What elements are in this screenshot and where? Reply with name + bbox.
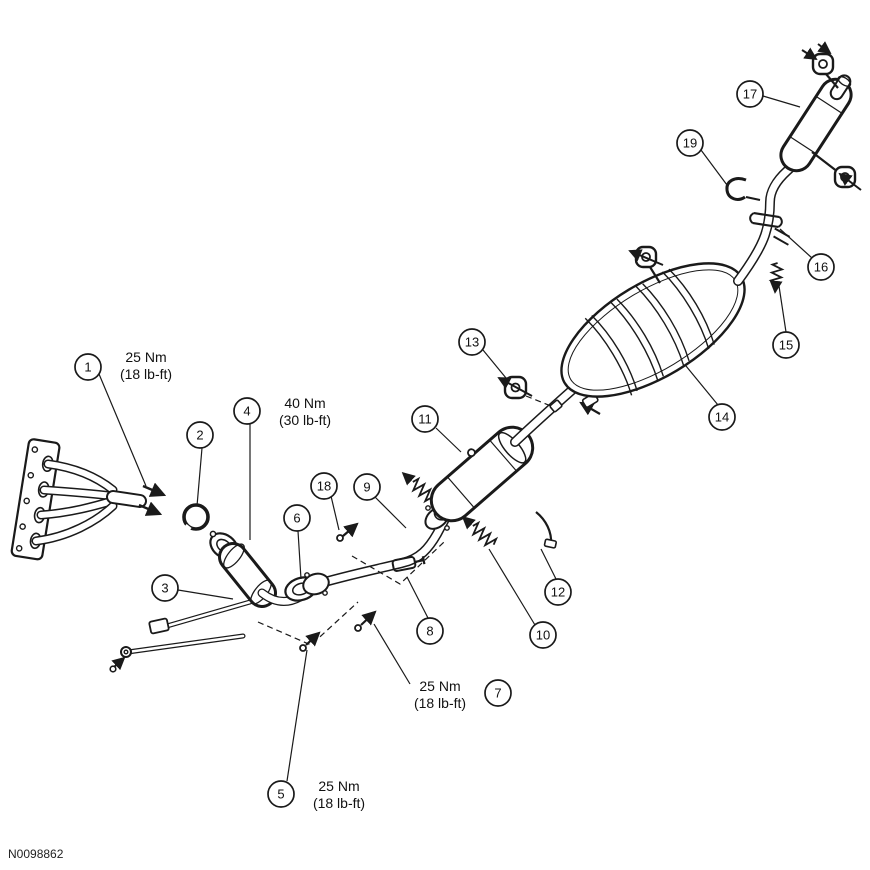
callout-3: 3 [151,574,179,602]
callout-19: 19 [676,129,704,157]
leader-line-6 [297,530,302,580]
figure-code: N0098862 [8,847,64,861]
svg-text:8: 8 [426,624,433,639]
hanger-insulator-tip-bottom [811,151,862,191]
svg-text:12: 12 [551,585,565,600]
torque-label-5: 25 Nm (18 lb-ft) [313,778,365,811]
callouts: 1 2 3 4 5 6 7 8 9 10 11 12 13 14 15 16 1… [74,80,835,808]
spring-bolt-10 [461,515,499,548]
svg-text:14: 14 [715,410,729,425]
callout-6: 6 [283,504,311,532]
hanger-wire [535,511,558,549]
svg-text:25 Nm: 25 Nm [419,678,460,694]
leader-line-19 [700,149,728,186]
leader-line-3 [177,589,234,600]
exhaust-manifold [10,438,167,561]
hanger-insulator-13 [497,375,563,413]
leader-line-12 [540,548,557,580]
svg-text:17: 17 [743,87,757,102]
callout-12: 12 [544,578,572,606]
svg-text:(18 lb-ft): (18 lb-ft) [414,695,466,711]
leader-line-5 [286,649,308,782]
muffler [560,262,746,398]
leader-line-18 [330,495,340,531]
flange-bolt-5 [299,631,321,652]
flange-bolt-18 [336,522,359,542]
leader-line-8 [406,576,429,619]
callout-8: 8 [416,617,444,645]
svg-text:4: 4 [243,404,250,419]
oxygen-sensor-boss [467,448,476,458]
callout-1: 1 [74,353,102,381]
leader-line-11 [435,427,462,453]
svg-text:(18 lb-ft): (18 lb-ft) [313,795,365,811]
callout-9: 9 [353,473,381,501]
leader-line-13 [482,349,507,379]
callout-2: 2 [186,421,214,449]
manifold-outlet-gasket [182,503,210,532]
callout-10: 10 [529,621,557,649]
svg-text:15: 15 [779,338,793,353]
callout-18: 18 [310,472,338,500]
callout-16: 16 [807,253,835,281]
svg-text:5: 5 [277,787,284,802]
svg-text:2: 2 [196,428,203,443]
callout-7: 7 [484,679,512,707]
svg-text:18: 18 [317,479,331,494]
support-bracket [109,599,253,673]
callout-17: 17 [736,80,764,108]
manifold-stud-bolts [138,482,167,516]
callout-13: 13 [458,328,486,356]
tailpipe [733,155,804,286]
svg-text:19: 19 [683,136,697,151]
intermediate-pipe [302,514,450,596]
leader-line-16 [779,228,813,259]
svg-text:16: 16 [814,260,828,275]
pipe-clamp [391,556,426,572]
leader-lines [98,95,813,782]
callout-4: 4 [233,397,261,425]
alignment-dash-lines [257,541,445,646]
svg-text:25 Nm: 25 Nm [318,778,359,794]
svg-text:1: 1 [84,360,91,375]
hanger-insulator-tip-top [801,41,839,89]
svg-text:13: 13 [465,335,479,350]
leader-line-9 [374,496,407,529]
svg-text:11: 11 [418,412,432,427]
callout-15: 15 [772,331,800,359]
spring-15 [768,262,785,294]
svg-text:25 Nm: 25 Nm [125,349,166,365]
leader-line-7 [373,623,411,685]
leader-line-10 [488,548,536,626]
hanger-insulator-muffler [628,245,664,284]
torque-label-7: 25 Nm (18 lb-ft) [414,678,466,711]
callout-5: 5 [267,780,295,808]
svg-text:(18 lb-ft): (18 lb-ft) [120,366,172,382]
tailpipe-clamp [749,211,791,246]
svg-text:10: 10 [536,628,550,643]
exhaust-tip-muffler [779,74,853,173]
svg-text:9: 9 [363,480,370,495]
leader-line-1 [98,373,147,487]
svg-text:7: 7 [494,686,501,701]
torque-label-4: 40 Nm (30 lb-ft) [279,395,331,428]
svg-text:3: 3 [161,581,168,596]
callout-14: 14 [708,403,736,431]
svg-text:6: 6 [293,511,300,526]
torque-label-1: 25 Nm (18 lb-ft) [120,349,172,382]
leader-line-14 [685,365,719,406]
hanger-hook [725,177,761,201]
svg-text:40 Nm: 40 Nm [284,395,325,411]
leader-line-2 [196,447,203,507]
leader-line-17 [762,95,801,108]
flange-bolt-7 [354,610,377,632]
svg-text:(30 lb-ft): (30 lb-ft) [279,412,331,428]
leader-line-15 [778,285,787,333]
callout-11: 11 [411,405,439,433]
